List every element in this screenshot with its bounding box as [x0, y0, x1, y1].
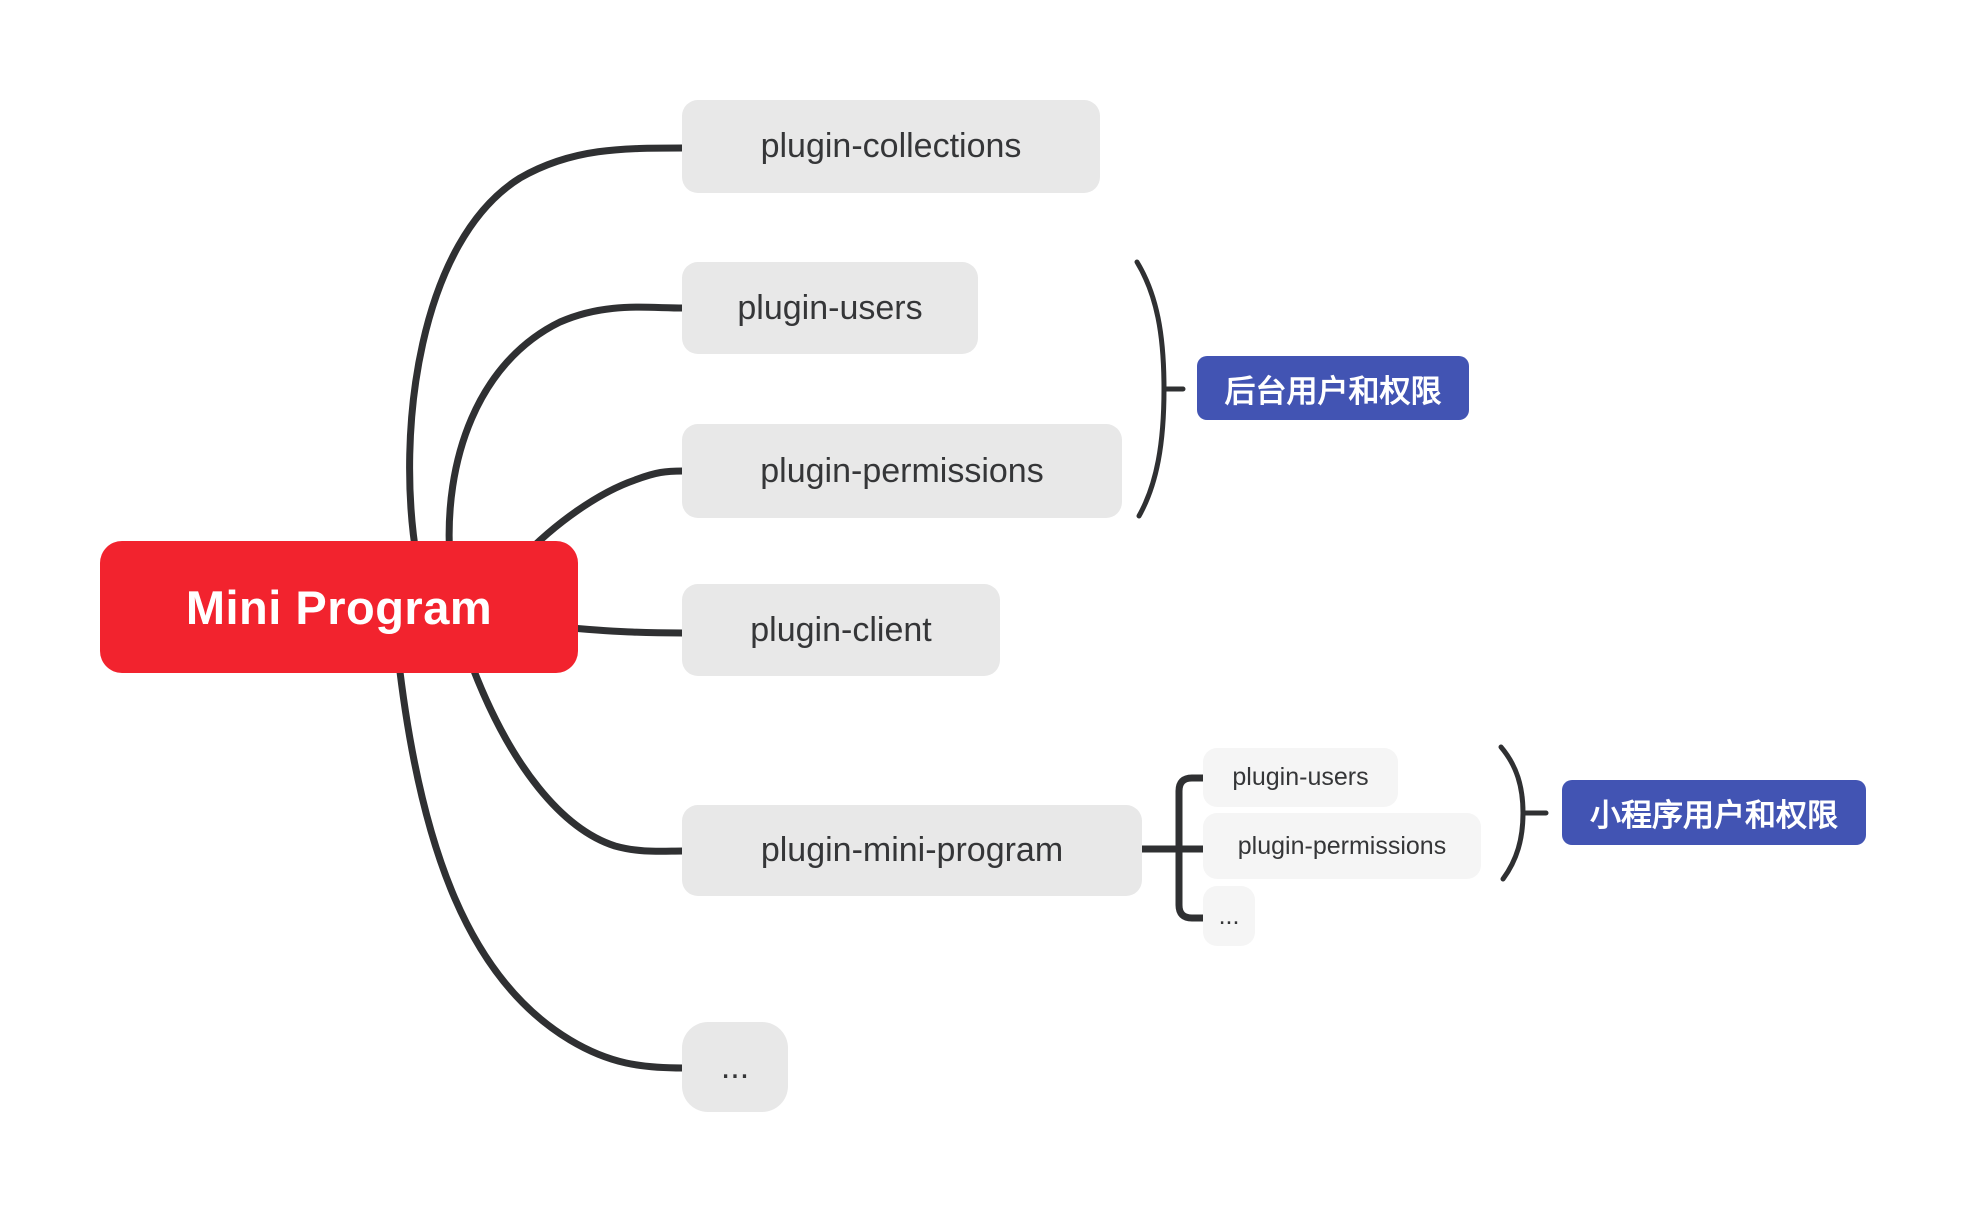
edge-root-plugin-collections [406, 144, 687, 564]
topic-label: plugin-users [737, 288, 923, 327]
subtopic-plugin-permissions[interactable]: plugin-permissions [1203, 813, 1481, 879]
edge-mini-program-children-branches [1175, 774, 1207, 922]
edge-root-plugin-client [556, 623, 687, 637]
topic-label: plugin-collections [760, 127, 1022, 165]
topic-plugin-collections[interactable]: plugin-collections [682, 100, 1100, 193]
summary-miniprogram-users-permissions[interactable]: 小程序用户和权限 [1562, 780, 1866, 845]
edge-root-plugin-mini-program [464, 651, 687, 855]
brace-miniprogram-group [1498, 744, 1526, 882]
brace-backend-group [1134, 259, 1167, 519]
topic-plugin-permissions[interactable]: plugin-permissions [682, 424, 1122, 518]
edge-root-plugin-permissions [516, 467, 687, 564]
topic-ellipsis[interactable]: ... [682, 1022, 788, 1112]
topic-label: plugin-permissions [760, 451, 1044, 490]
summary-label: 后台用户和权限 [1224, 373, 1442, 409]
edge-root-plugin-users [445, 303, 687, 564]
subtopic-label: ... [1218, 901, 1240, 930]
topic-plugin-users[interactable]: plugin-users [682, 262, 978, 354]
edge-root-ellipsis [394, 651, 687, 1072]
subtopic-ellipsis[interactable]: ... [1203, 886, 1255, 946]
topic-label: ... [720, 1047, 750, 1086]
summary-backend-users-permissions[interactable]: 后台用户和权限 [1197, 356, 1469, 420]
central-topic-label: Mini Program [185, 580, 493, 634]
summary-label: 小程序用户和权限 [1590, 798, 1838, 833]
topic-label: plugin-mini-program [760, 831, 1064, 869]
central-topic[interactable]: Mini Program [100, 541, 578, 673]
subtopic-label: plugin-users [1232, 763, 1369, 791]
topic-plugin-mini-program[interactable]: plugin-mini-program [682, 805, 1142, 896]
topic-label: plugin-client [750, 610, 932, 649]
subtopic-label: plugin-permissions [1237, 831, 1447, 860]
subtopic-plugin-users[interactable]: plugin-users [1203, 748, 1398, 807]
topic-plugin-client[interactable]: plugin-client [682, 584, 1000, 676]
